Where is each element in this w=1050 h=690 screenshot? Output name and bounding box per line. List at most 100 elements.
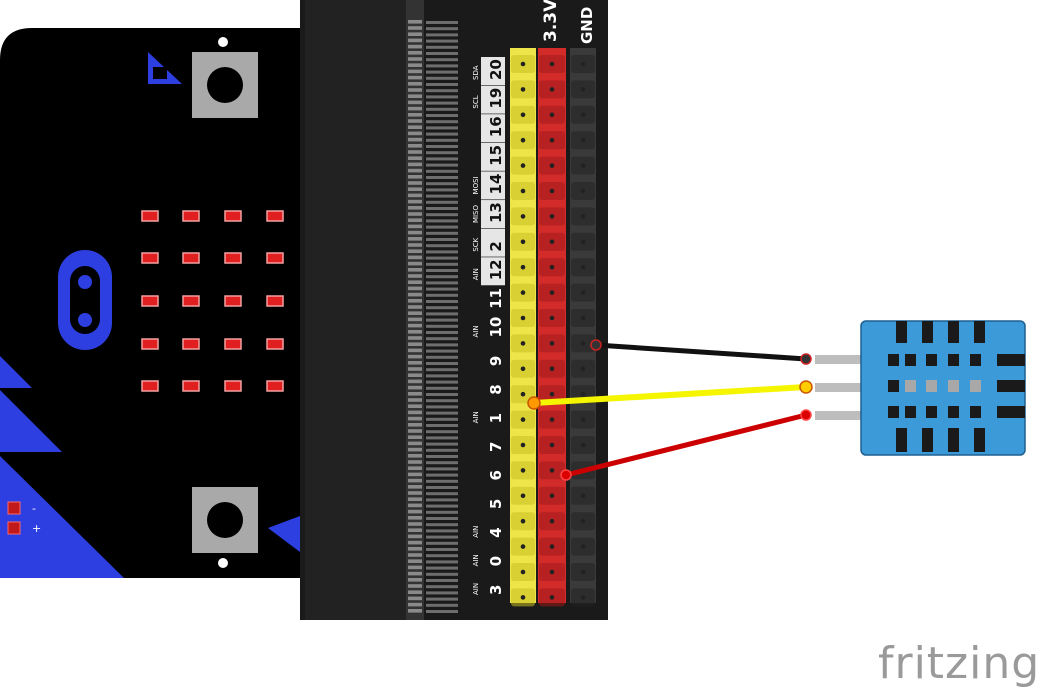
edge-finger [408, 354, 422, 359]
edge-finger [408, 497, 422, 501]
edge-finger [408, 590, 422, 594]
edge-finger [426, 603, 458, 607]
grille-slot [896, 428, 907, 452]
edge-finger [426, 194, 458, 198]
edge-finger [426, 64, 458, 68]
pin-number-box [481, 200, 505, 229]
breakout-board: 3AIN0AIN4AIN5671AIN8910AIN1112AIN2SCK13M… [300, 0, 608, 620]
edge-finger [408, 51, 422, 55]
header-pin-hole [549, 468, 555, 473]
header-pin-hole [580, 315, 586, 321]
edge-finger [408, 416, 422, 421]
edge-finger [408, 478, 422, 483]
header-pin-hole [549, 442, 555, 448]
edge-finger [426, 95, 458, 99]
header-pin-hole [580, 137, 586, 143]
edge-finger [426, 76, 458, 80]
edge-connector-slot [305, 0, 407, 620]
edge-finger [408, 255, 422, 260]
pin-number: 10 [487, 317, 505, 338]
edge-finger [408, 299, 422, 303]
edge-finger [408, 206, 422, 210]
grille-slot [974, 428, 985, 452]
edge-finger [408, 125, 422, 129]
edge-finger [426, 262, 458, 266]
led [182, 210, 200, 222]
header-pin-hole [580, 518, 586, 524]
power-wire[interactable] [563, 412, 809, 478]
led [266, 295, 284, 307]
edge-finger [426, 560, 458, 564]
led [182, 295, 200, 307]
edge-finger [426, 207, 458, 210]
led [182, 338, 200, 350]
header-pin-hole [520, 468, 526, 473]
header-pin-hole [549, 214, 555, 219]
pin-labels: 3AIN0AIN4AIN5671AIN8910AIN1112AIN2SCK13M… [472, 57, 505, 595]
edge-finger [408, 385, 422, 390]
edge-finger [408, 602, 422, 607]
grille-slot [997, 354, 1025, 366]
edge-finger [426, 169, 458, 173]
edge-finger [408, 367, 422, 371]
power-corner [0, 456, 124, 578]
sensor-grille [888, 321, 1025, 452]
edge-finger [408, 509, 422, 514]
header-pin-hole [580, 163, 586, 168]
header-pin-hole [549, 518, 555, 524]
header-pin-hole [520, 87, 526, 92]
edge-finger [426, 256, 458, 260]
edge-finger [408, 137, 422, 142]
edge-finger [426, 411, 458, 415]
edge-finger [408, 230, 422, 235]
grille-hole [905, 406, 916, 418]
wire-end [800, 409, 812, 421]
edge-finger [408, 571, 422, 576]
edge-finger [408, 503, 422, 508]
edge-finger [426, 269, 458, 272]
edge-finger [408, 373, 422, 377]
header-pin-hole [549, 417, 555, 422]
edge-finger [408, 193, 422, 198]
pin-number: 11 [487, 288, 505, 309]
edge-finger [408, 342, 422, 346]
edge-finger [408, 522, 422, 526]
edge-finger [426, 163, 458, 167]
header-pin-hole [580, 366, 586, 372]
pin-number: 20 [487, 59, 505, 80]
edge-finger [426, 287, 458, 291]
edge-finger [426, 579, 458, 582]
header-pin-hole [549, 544, 555, 549]
pin-function: SCK [472, 237, 480, 251]
edge-finger [408, 75, 422, 80]
logo-triangle-bottom [268, 516, 300, 552]
header-pin-hole [549, 493, 555, 499]
edge-finger [426, 318, 458, 322]
pin-function: SDA [472, 65, 480, 80]
grille-hole [970, 406, 981, 418]
header-pin-hole [549, 341, 555, 346]
edge-finger [426, 572, 458, 576]
edge-finger [408, 447, 422, 452]
dht11-sensor [815, 320, 1026, 456]
edge-finger [426, 492, 458, 496]
edge-finger [426, 21, 458, 24]
gnd-wire[interactable] [593, 342, 809, 362]
header-pin-hole [520, 290, 526, 295]
edge-finger [426, 424, 458, 427]
edge-finger [426, 442, 458, 446]
edge-finger [426, 417, 458, 421]
edge-finger [408, 336, 422, 340]
edge-finger [408, 69, 422, 74]
edge-finger [408, 410, 422, 415]
signal-wire[interactable] [531, 384, 809, 406]
wire-end [590, 339, 602, 351]
edge-finger [408, 156, 422, 160]
pin-number: 2 [487, 241, 505, 251]
edge-finger [408, 485, 422, 489]
edge-finger [408, 547, 422, 551]
edge-finger [408, 82, 422, 86]
header-pin-hole [520, 315, 526, 321]
header-pin-hole [580, 569, 586, 575]
edge-finger [408, 423, 422, 427]
